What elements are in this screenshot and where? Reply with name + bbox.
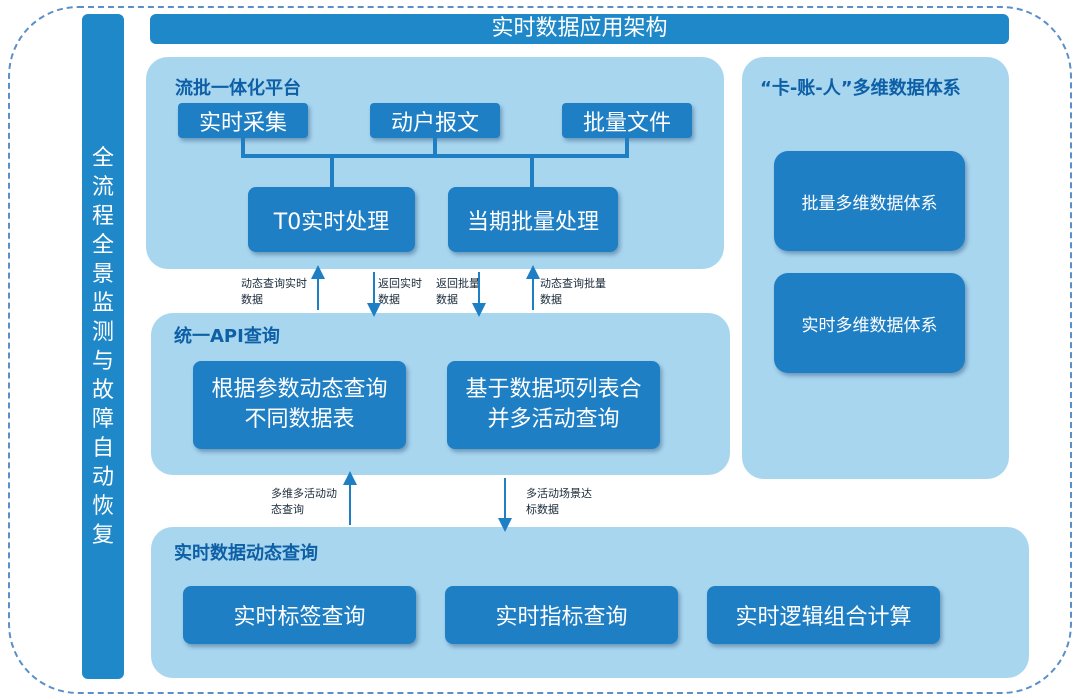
- connector-to-t0: [330, 156, 334, 188]
- connector-to-batch: [530, 156, 534, 188]
- multi-dim-label: “卡-账-人”多维数据体系: [760, 78, 961, 99]
- realtime-logic-calculation: 实时逻辑组合计算: [707, 586, 940, 644]
- dynamic-table-query: 根据参数动态查询不同数据表: [193, 361, 406, 449]
- flow-note-return-realtime: 返回实时数据: [378, 277, 422, 306]
- flow-note-multidim-query: 多维多活动动态查询: [271, 487, 337, 516]
- t0-realtime-processing: T0实时处理: [248, 187, 415, 252]
- realtime-multidim-system: 实时多维数据体系: [774, 273, 965, 373]
- realtime-tag-query: 实时标签查询: [183, 586, 416, 644]
- connector-drop-right: [625, 138, 629, 156]
- flow-note-query-batch: 动态查询批量数据: [540, 277, 606, 306]
- api-query-label: 统一API查询: [174, 326, 280, 347]
- flow-note-scenario-data: 多活动场景达标数据: [526, 487, 592, 516]
- flow-note-return-batch: 返回批量数据: [436, 277, 480, 306]
- realtime-metric-query: 实时指标查询: [445, 586, 678, 644]
- merged-activity-query: 基于数据项列表合并多活动查询: [447, 361, 660, 449]
- realtime-query-label: 实时数据动态查询: [174, 543, 318, 564]
- stream-batch-panel: [146, 57, 724, 269]
- connector-horizontal: [241, 154, 629, 158]
- flow-note-query-realtime: 动态查询实时数据: [241, 277, 307, 306]
- batch-multidim-system: 批量多维数据体系: [774, 151, 965, 251]
- outer-dashed-border: [8, 6, 1072, 694]
- connector-drop-left: [241, 138, 245, 156]
- source-batch-file: 批量文件: [562, 103, 692, 138]
- sidebar-label: 全流程全景监测与故障自动恢复: [91, 145, 114, 548]
- connector-drop-mid: [433, 138, 437, 156]
- source-account-message: 动户报文: [370, 103, 500, 138]
- architecture-title: 实时数据应用架构: [150, 14, 1009, 44]
- source-realtime-collection: 实时采集: [178, 103, 308, 138]
- current-batch-processing: 当期批量处理: [448, 187, 618, 252]
- multi-dim-panel: [742, 57, 1009, 479]
- monitoring-sidebar: 全流程全景监测与故障自动恢复: [82, 14, 124, 679]
- stream-batch-label: 流批一体化平台: [175, 78, 301, 99]
